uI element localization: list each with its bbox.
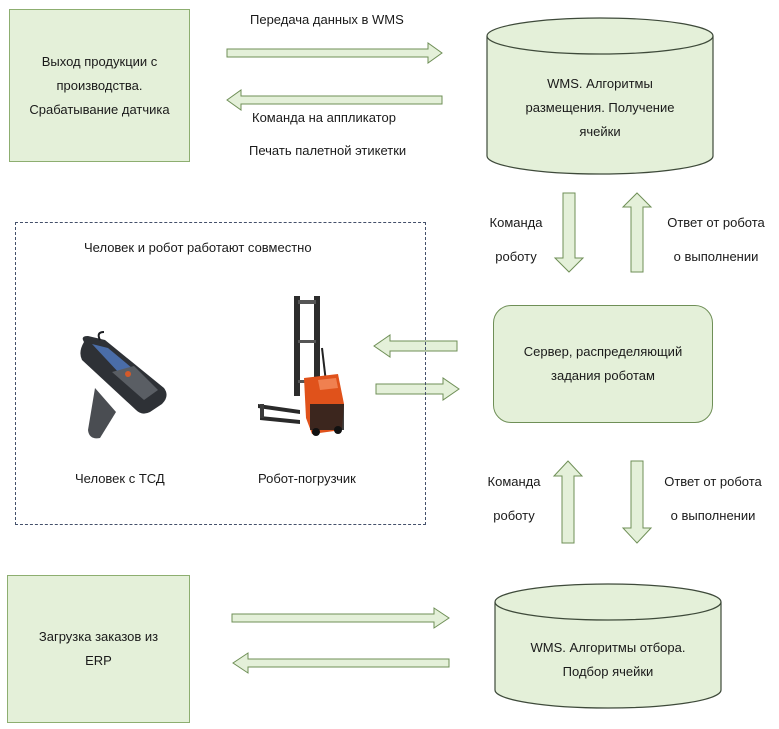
arrow-resp-robot-top	[621, 192, 653, 273]
production-output-box: Выход продукции с производства. Срабатыв…	[9, 9, 190, 162]
wms-top-line-1: WMS. Алгоритмы	[547, 76, 653, 91]
arrow-cmd-robot-top	[553, 192, 585, 273]
label-cmd-robot-bottom-2: роботу	[493, 508, 535, 523]
production-line-3: Срабатывание датчика	[29, 101, 170, 117]
production-line-1: Выход продукции с	[41, 53, 158, 69]
tsd-scanner-icon	[80, 331, 167, 439]
erp-line-1: Загрузка заказов из	[38, 629, 159, 644]
server-line-2: задания роботам	[551, 368, 655, 383]
wms-bottom-text: WMS. Алгоритмы отбора. Подбор ячейки	[495, 636, 721, 684]
wms-bottom-line-1: WMS. Алгоритмы отбора.	[530, 640, 686, 655]
label-cmd-robot-top-1: Команда	[489, 215, 543, 230]
label-cmd-robot-bottom: Команда роботу	[476, 465, 552, 533]
arrow-from-wms-top	[226, 89, 443, 111]
erp-orders-box: Загрузка заказов из ERP	[7, 575, 190, 723]
wms-bottom-cylinder	[494, 583, 722, 709]
erp-line-2: ERP	[85, 653, 112, 668]
task-server-box: Сервер, распределяющий задания роботам	[493, 305, 713, 423]
label-cmd-robot-top: Команда роботу	[478, 206, 554, 274]
wms-top-cylinder	[486, 17, 714, 175]
label-send-wms: Передача данных в WMS	[250, 12, 404, 27]
production-line-2: производства.	[56, 77, 143, 93]
wms-top-line-3: ячейки	[579, 124, 621, 139]
label-resp-robot-top: Ответ от робота о выполнении	[660, 206, 772, 274]
human-with-tsd-label: Человек с ТСД	[75, 471, 165, 486]
arrow-to-wms-top	[226, 42, 443, 64]
label-cmd-robot-bottom-1: Команда	[487, 474, 541, 489]
arrow-resp-robot-bottom	[621, 460, 653, 544]
wms-bottom-line-2: Подбор ячейки	[562, 664, 654, 679]
label-cmd-applicator: Команда на аппликатор	[252, 110, 396, 125]
arrow-to-wms-bottom	[231, 607, 450, 629]
robot-forklift-label: Робот-погрузчик	[258, 471, 356, 486]
label-resp-robot-top-1: Ответ от робота	[667, 215, 765, 230]
collab-title: Человек и робот работают совместно	[84, 240, 312, 255]
arrow-collab-to-server	[375, 377, 460, 401]
label-resp-robot-bottom: Ответ от робота о выполнении	[657, 465, 769, 533]
arrow-cmd-robot-bottom	[552, 460, 584, 544]
label-resp-robot-bottom-2: о выполнении	[670, 508, 756, 523]
arrow-from-wms-bottom	[232, 652, 450, 674]
arrow-server-to-collab	[373, 334, 458, 358]
label-print-label: Печать палетной этикетки	[249, 143, 407, 158]
wms-top-line-2: размещения. Получение	[525, 100, 675, 115]
forklift-robot-icon	[258, 296, 344, 436]
label-resp-robot-top-2: о выполнении	[673, 249, 759, 264]
label-cmd-robot-top-2: роботу	[495, 249, 537, 264]
collaboration-frame	[15, 222, 426, 525]
server-line-1: Сервер, распределяющий	[523, 344, 683, 359]
label-resp-robot-bottom-1: Ответ от робота	[664, 474, 762, 489]
wms-top-text: WMS. Алгоритмы размещения. Получение яче…	[487, 72, 713, 144]
